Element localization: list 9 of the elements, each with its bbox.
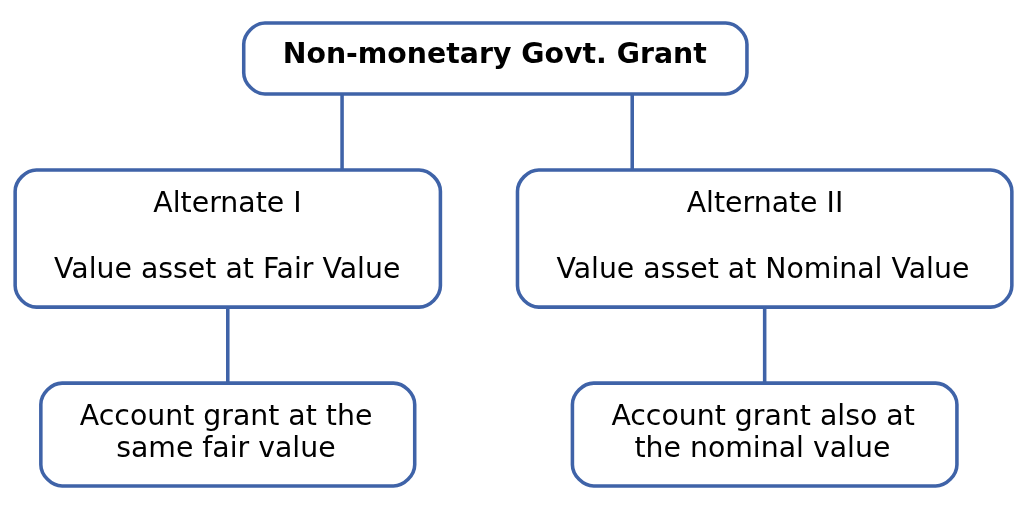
connector xyxy=(630,94,634,170)
node-box: Alternate I Value asset at Fair Value xyxy=(13,168,443,309)
connector xyxy=(762,307,767,383)
node-box: Account grant also at the nominal value xyxy=(570,381,959,488)
connector xyxy=(340,94,344,170)
node-box: Account grant at the same fair value xyxy=(39,381,417,488)
node-box: Non-monetary Govt. Grant xyxy=(241,21,749,96)
connector xyxy=(226,307,230,383)
node-box: Alternate II Value asset at Nominal Value xyxy=(515,168,1014,309)
